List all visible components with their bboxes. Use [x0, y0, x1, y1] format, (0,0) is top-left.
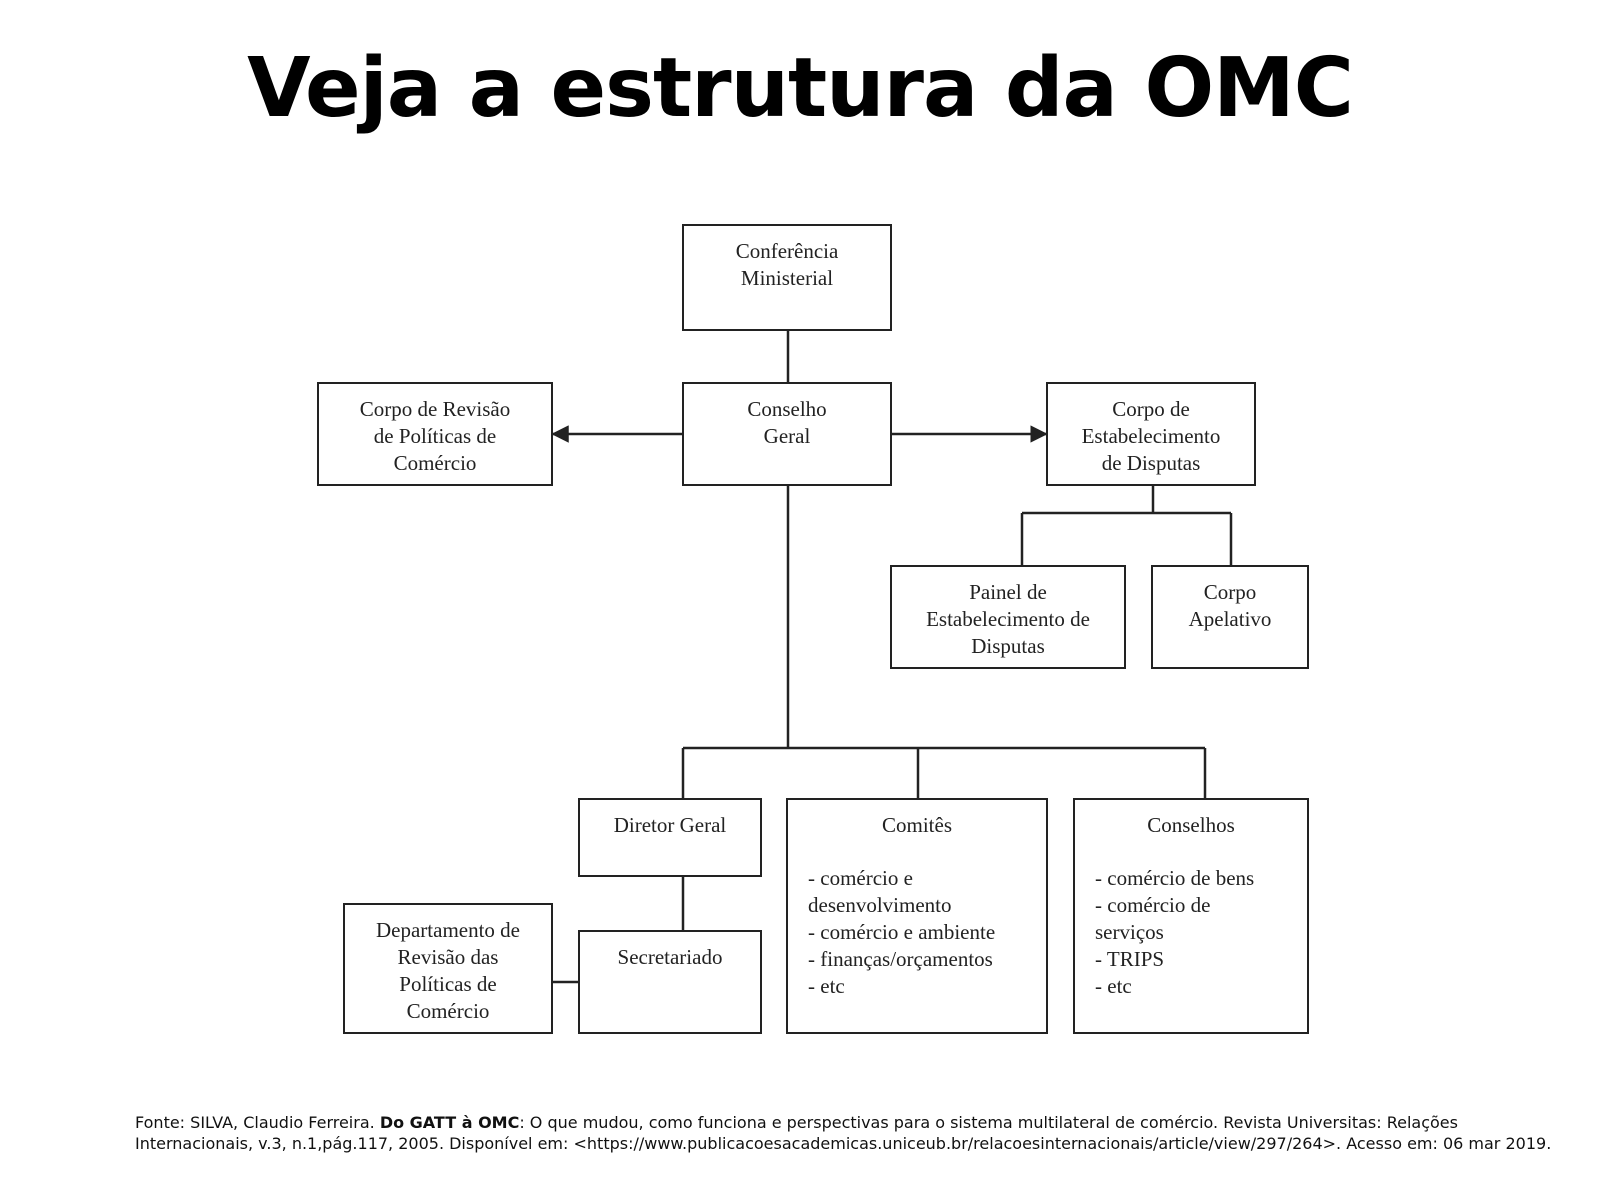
node-painel: Painel de Estabelecimento de Disputas [890, 565, 1126, 669]
list-item: - comércio de serviços [1095, 893, 1211, 944]
list-item: - TRIPS [1095, 947, 1165, 971]
node-diretor-geral: Diretor Geral [578, 798, 762, 877]
source-caption: Fonte: SILVA, Claudio Ferreira. Do GATT … [135, 1112, 1555, 1154]
node-corpo-estabelecimento: Corpo de Estabelecimento de Disputas [1046, 382, 1256, 486]
node-label: Diretor Geral [613, 813, 727, 837]
list-item: - etc [1095, 974, 1132, 998]
list-item: - finanças/orçamentos [808, 947, 993, 971]
caption-prefix: Fonte: SILVA, Claudio Ferreira. [135, 1113, 380, 1132]
page-title: Veja a estrutura da OMC [247, 41, 1354, 136]
list-item: - etc [808, 974, 845, 998]
list-item: - comércio e desenvolvimento [808, 866, 952, 917]
node-label: Corpo Apelativo [1188, 580, 1272, 631]
node-label: Secretariado [617, 945, 723, 969]
node-comites: Comitês - comércio e desenvolvimento - c… [786, 798, 1048, 1034]
node-label: Corpo de Estabelecimento de Disputas [1081, 397, 1221, 475]
node-corpo-apelativo: Corpo Apelativo [1151, 565, 1309, 669]
comites-list: - comércio e desenvolvimento - comércio … [788, 865, 1046, 1000]
caption-work-title: Do GATT à OMC [379, 1113, 520, 1132]
node-heading: Conselhos [1147, 813, 1235, 837]
list-item: - comércio de bens [1095, 866, 1255, 890]
node-label: Conferência Ministerial [735, 239, 839, 290]
node-label: Departamento de Revisão das Políticas de… [375, 918, 521, 1023]
node-departamento: Departamento de Revisão das Políticas de… [343, 903, 553, 1034]
node-heading: Comitês [881, 813, 952, 837]
node-label: Corpo de Revisão de Políticas de Comérci… [359, 397, 511, 475]
node-conselhos: Conselhos - comércio de bens - comércio … [1073, 798, 1309, 1034]
caption-suffix: : O que mudou, como funciona e perspecti… [135, 1113, 1552, 1153]
node-label: Conselho Geral [747, 397, 827, 448]
node-corpo-revisao: Corpo de Revisão de Políticas de Comérci… [317, 382, 553, 486]
node-secretariado: Secretariado [578, 930, 762, 1034]
list-item: - comércio e ambiente [808, 920, 996, 944]
node-conferencia-ministerial: Conferência Ministerial [682, 224, 892, 331]
node-conselho-geral: Conselho Geral [682, 382, 892, 486]
node-label: Painel de Estabelecimento de Disputas [926, 580, 1090, 658]
conselhos-list: - comércio de bens - comércio de serviço… [1075, 865, 1307, 1000]
